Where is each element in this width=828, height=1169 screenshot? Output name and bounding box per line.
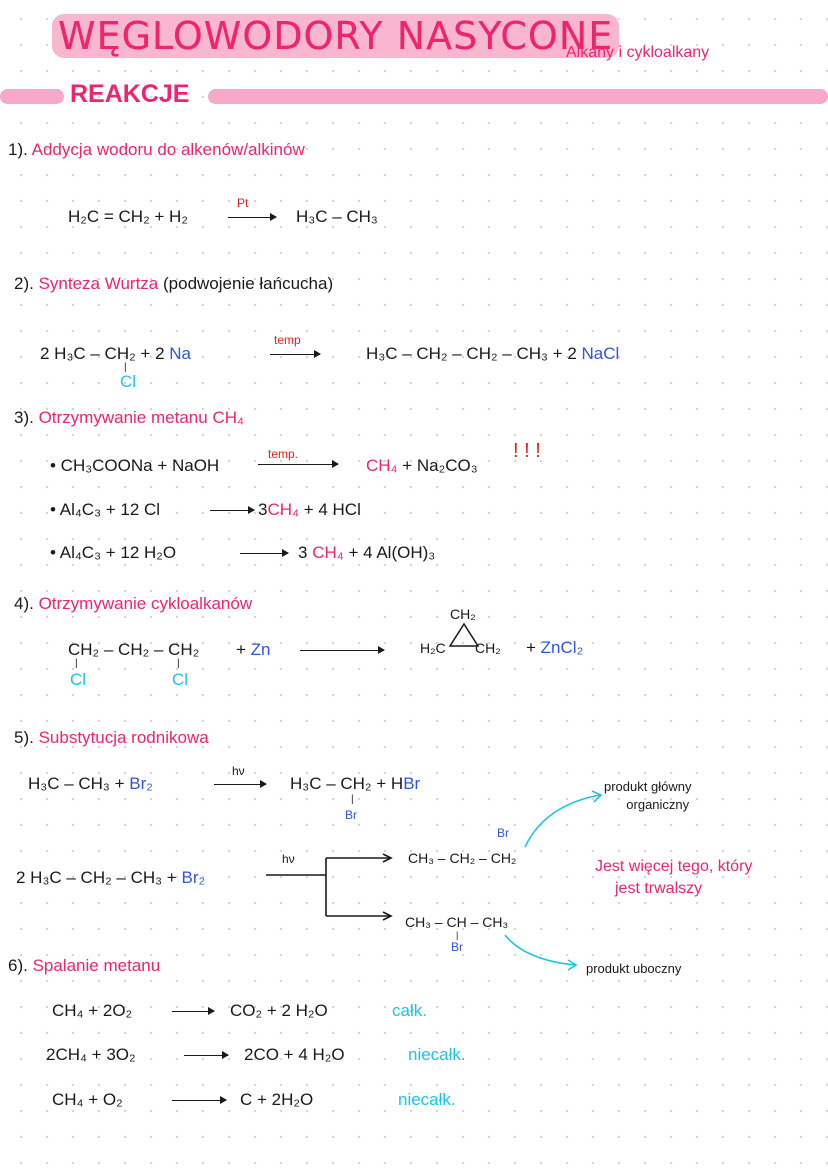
s3-eq3-right: 3 CH₄ + 4 Al(OH)₃	[298, 543, 436, 562]
s6-eq2-right: 2CO + 4 H₂O	[244, 1045, 345, 1064]
bond-line: |	[124, 362, 127, 373]
title-word-2: NASYCONE	[396, 14, 614, 58]
section-heading: REAKCJE	[70, 80, 190, 108]
s2-eq-left: 2 H₃C – CH₂ + 2 Na	[40, 344, 192, 363]
reaction-arrow	[210, 506, 255, 514]
s4-cl-1: Cl	[70, 670, 87, 689]
reaction-arrow	[172, 1096, 227, 1104]
s6-eq3-right: C + 2H₂O	[240, 1090, 314, 1109]
s4-cl-2: Cl	[172, 670, 189, 689]
cyclopropane-top: CH₂	[450, 606, 476, 622]
s2-cl: Cl	[120, 372, 137, 391]
s4-plus: + Zn	[236, 640, 271, 659]
s6-eq1-left: CH₄ + 2O₂	[52, 1001, 133, 1020]
page-title: WĘGLOWODORY NASYCONE	[52, 14, 620, 58]
s4-product-2: + ZnCl₂	[526, 638, 584, 657]
s5-eq1-br: Br	[345, 808, 357, 822]
exclamation-marks: ! ! !	[513, 440, 541, 462]
s6-eq1-right: CO₂ + 2 H₂O	[230, 1001, 328, 1020]
reaction-arrow	[258, 460, 339, 468]
s3-heading: 3). Otrzymywanie metanu CH₄	[14, 408, 244, 427]
s5-product-2: CH₃ – CH – CH₃	[405, 914, 509, 930]
s6-eq2-type: niecałk.	[408, 1045, 466, 1064]
s2-heading: 2). Synteza Wurtza (podwojenie łańcucha)	[14, 274, 334, 293]
s2-eq-right: H₃C – CH₂ – CH₂ – CH₃ + 2 NaCl	[366, 344, 620, 363]
cyclopropane-left: H₂C	[420, 640, 446, 656]
s3-eq1-left: • CH₃COONa + NaOH	[50, 456, 220, 475]
s4-heading: 4). Otrzymywanie cykloalkanów	[14, 594, 253, 613]
s5-product-1: CH₃ – CH₂ – CH₂	[408, 850, 517, 866]
s3-eq1-catalyst: temp.	[268, 447, 299, 461]
curved-arrows	[504, 790, 603, 971]
s4-reactant: CH₂ – CH₂ – CH₂	[68, 640, 200, 659]
s5-eq1-catalyst: hν	[232, 764, 245, 778]
s5-product-1-br: Br	[497, 826, 509, 840]
bond-line: |	[75, 658, 78, 669]
s5-eq2-catalyst: hν	[282, 852, 295, 866]
s3-eq2-left: • Al₄C₃ + 12 Cl	[50, 500, 161, 519]
s5-eq2-left: 2 H₃C – CH₂ – CH₃ + Br₂	[16, 868, 206, 887]
s6-eq1-type: całk.	[392, 1001, 427, 1020]
side-product-label: produkt uboczny	[586, 961, 682, 976]
bond-line: |	[456, 930, 459, 940]
cyclopropane-bonds	[448, 622, 480, 647]
s2-catalyst: temp	[274, 333, 301, 347]
s5-product-2-br: Br	[451, 940, 463, 954]
section-bar-left	[0, 89, 64, 104]
reaction-arrow	[228, 213, 277, 221]
s6-eq2-left: 2CH₄ + 3O₂	[46, 1045, 136, 1064]
s1-catalyst: Pt	[237, 196, 249, 210]
s5-eq1-left: H₃C – CH₃ + Br₂	[28, 774, 153, 793]
reaction-arrow	[270, 350, 321, 358]
s3-eq1-right: CH₄ + Na₂CO₃	[366, 456, 478, 475]
s6-eq3-type: niecałk.	[398, 1090, 456, 1109]
s3-eq3-left: • Al₄C₃ + 12 H₂O	[50, 543, 177, 562]
s1-eq-left: H₂C = CH₂ + H₂	[68, 207, 188, 226]
s5-heading: 5). Substytucja rodnikowa	[14, 728, 209, 747]
subtitle: Alkany i cykloalkany	[566, 44, 710, 61]
reaction-arrow	[240, 549, 289, 557]
cyclopropane-right: CH₂	[475, 640, 501, 656]
bond-line: |	[351, 794, 354, 805]
reaction-arrow	[184, 1051, 229, 1059]
reaction-arrow	[300, 646, 385, 654]
s1-heading: 1). Addycja wodoru do alkenów/alkinów	[8, 140, 305, 159]
s5-eq1-right: H₃C – CH₂ + HBr	[290, 774, 421, 793]
title-word-1: WĘGLOWODORY	[58, 14, 384, 58]
s1-eq-right: H₃C – CH₃	[296, 207, 378, 226]
reaction-arrow	[172, 1007, 215, 1015]
s6-eq3-left: CH₄ + O₂	[52, 1090, 123, 1109]
s3-eq2-right: 3CH₄ + 4 HCl	[258, 500, 361, 519]
branch-arrows	[266, 853, 393, 921]
s6-heading: 6). Spalanie metanu	[8, 956, 161, 975]
reaction-arrow	[214, 780, 267, 788]
bond-line: |	[177, 658, 180, 669]
section-bar-right	[208, 89, 828, 104]
